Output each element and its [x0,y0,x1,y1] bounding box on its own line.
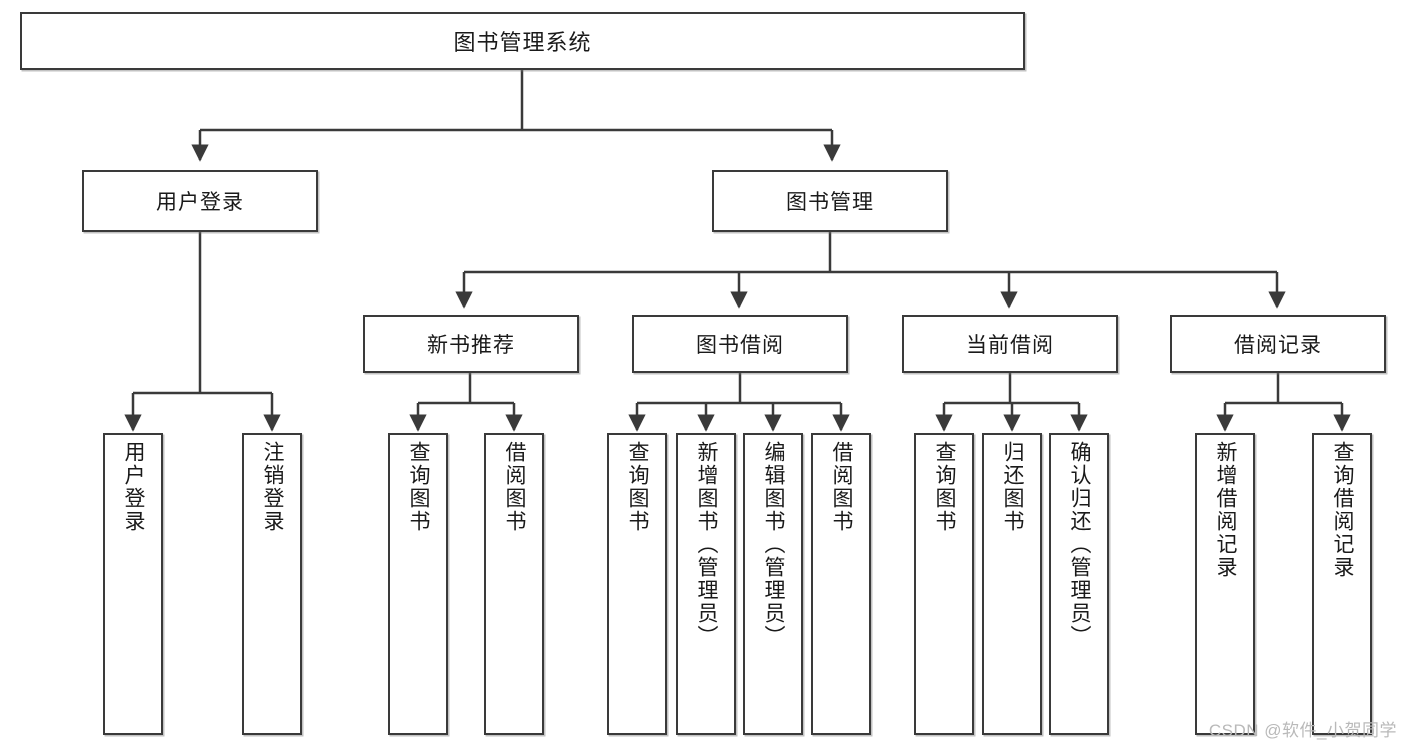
leaf-current-borrow-query[interactable]: 查询图书 [914,433,974,735]
leaf-borrow-record-query[interactable]: 查询借阅记录 [1312,433,1372,735]
leaf-borrow-record-add[interactable]: 新增借阅记录 [1195,433,1255,735]
node-label: 编辑图书（管理员） [762,441,786,648]
leaf-book-borrow-add[interactable]: 新增图书（管理员） [676,433,736,735]
csdn-watermark: CSDN @软件_小贺同学 [1208,721,1397,740]
leaf-current-borrow-return[interactable]: 归还图书 [982,433,1042,735]
leaf-user-login-signin[interactable]: 用户登录 [103,433,163,735]
node-label: 查询图书 [933,441,957,533]
node-label: 新书推荐 [427,334,515,357]
leaf-book-borrow-edit[interactable]: 编辑图书（管理员） [743,433,803,735]
node-label: 查询图书 [626,441,650,533]
node-label: 新增图书（管理员） [695,441,719,648]
node-label: 图书管理 [786,191,874,214]
leaf-current-borrow-confirm-return[interactable]: 确认归还（管理员） [1049,433,1109,735]
node-label: 借阅图书 [503,441,527,533]
node-label: 图书管理系统 [453,30,592,55]
node-label: 查询图书 [407,441,431,533]
node-book-borrow[interactable]: 图书借阅 [632,315,848,373]
node-user-login[interactable]: 用户登录 [82,170,318,232]
node-label: 注销登录 [261,441,285,533]
node-label: 查询借阅记录 [1331,441,1355,579]
leaf-new-book-query[interactable]: 查询图书 [388,433,448,735]
leaf-book-borrow-query[interactable]: 查询图书 [607,433,667,735]
leaf-new-book-borrow[interactable]: 借阅图书 [484,433,544,735]
node-label: 借阅图书 [830,441,854,533]
node-label: 图书借阅 [696,334,784,357]
node-label: 用户登录 [156,191,244,214]
leaf-user-login-signout[interactable]: 注销登录 [242,433,302,735]
node-borrow-record[interactable]: 借阅记录 [1170,315,1386,373]
node-current-borrow[interactable]: 当前借阅 [902,315,1118,373]
leaf-book-borrow-lend[interactable]: 借阅图书 [811,433,871,735]
node-label: 确认归还（管理员） [1068,441,1092,648]
node-label: 当前借阅 [966,334,1054,357]
node-label: 新增借阅记录 [1214,441,1238,579]
node-label: 借阅记录 [1234,334,1322,357]
node-label: 归还图书 [1001,441,1025,533]
node-new-book-recommend[interactable]: 新书推荐 [363,315,579,373]
node-book-management[interactable]: 图书管理 [712,170,948,232]
node-label: 用户登录 [122,441,146,533]
node-root-book-management-system[interactable]: 图书管理系统 [20,12,1025,70]
